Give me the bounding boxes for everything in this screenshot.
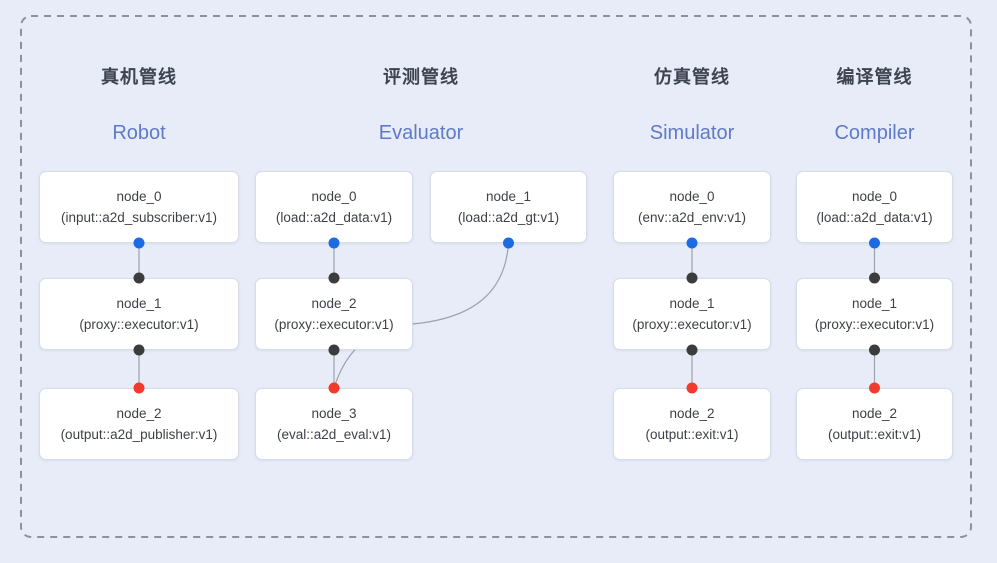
node-type: (output::a2d_publisher:v1) [60,426,218,442]
node-name: node_2 [851,405,898,421]
node-box: node_0(env::a2d_env:v1) [613,171,771,243]
node-type: (load::a2d_data:v1) [816,209,933,225]
node-name: node_3 [311,405,357,421]
node-box: node_2(output::exit:v1) [796,388,953,460]
node-box: node_2(proxy::executor:v1) [255,278,413,350]
node-name: node_2 [669,405,715,421]
node-box: node_2(output::a2d_publisher:v1) [39,388,239,460]
node-type: (eval::a2d_eval:v1) [276,426,392,442]
node-box: node_1(load::a2d_gt:v1) [430,171,587,243]
node-type: (output::exit:v1) [827,426,922,442]
node-box: node_1(proxy::executor:v1) [613,278,771,350]
node-type: (load::a2d_data:v1) [275,209,393,225]
node-type: (env::a2d_env:v1) [637,209,747,225]
node-box: node_2(output::exit:v1) [613,388,771,460]
pipeline-title-en: Compiler [834,122,915,144]
node-type: (proxy::executor:v1) [814,316,935,332]
node-name: node_2 [116,405,162,421]
node-name: node_2 [311,295,357,311]
pipeline-title-en: Robot [112,122,166,144]
node-type: (input::a2d_subscriber:v1) [60,209,218,225]
node-name: node_1 [116,295,162,311]
node-type: (proxy::executor:v1) [274,316,394,332]
node-box: node_1(proxy::executor:v1) [39,278,239,350]
node-box: node_0(load::a2d_data:v1) [255,171,413,243]
pipeline-title-zh: 评测管线 [383,67,459,87]
node-type: (output::exit:v1) [645,426,739,442]
node-box: node_1(proxy::executor:v1) [796,278,953,350]
node-name: node_1 [485,188,532,204]
node-name: node_0 [311,188,357,204]
node-name: node_1 [851,295,898,311]
node-box: node_0(load::a2d_data:v1) [796,171,953,243]
node-name: node_0 [669,188,715,204]
node-type: (proxy::executor:v1) [632,316,752,332]
node-box: node_0(input::a2d_subscriber:v1) [39,171,239,243]
node-name: node_0 [116,188,162,204]
pipeline-title-zh: 编译管线 [836,67,913,87]
node-type: (load::a2d_gt:v1) [457,209,560,225]
pipeline-title-zh: 真机管线 [101,67,177,87]
pipeline-title-en: Evaluator [378,122,464,144]
node-name: node_1 [669,295,715,311]
node-box: node_3(eval::a2d_eval:v1) [255,388,413,460]
node-name: node_0 [851,188,898,204]
node-type: (proxy::executor:v1) [79,316,199,332]
